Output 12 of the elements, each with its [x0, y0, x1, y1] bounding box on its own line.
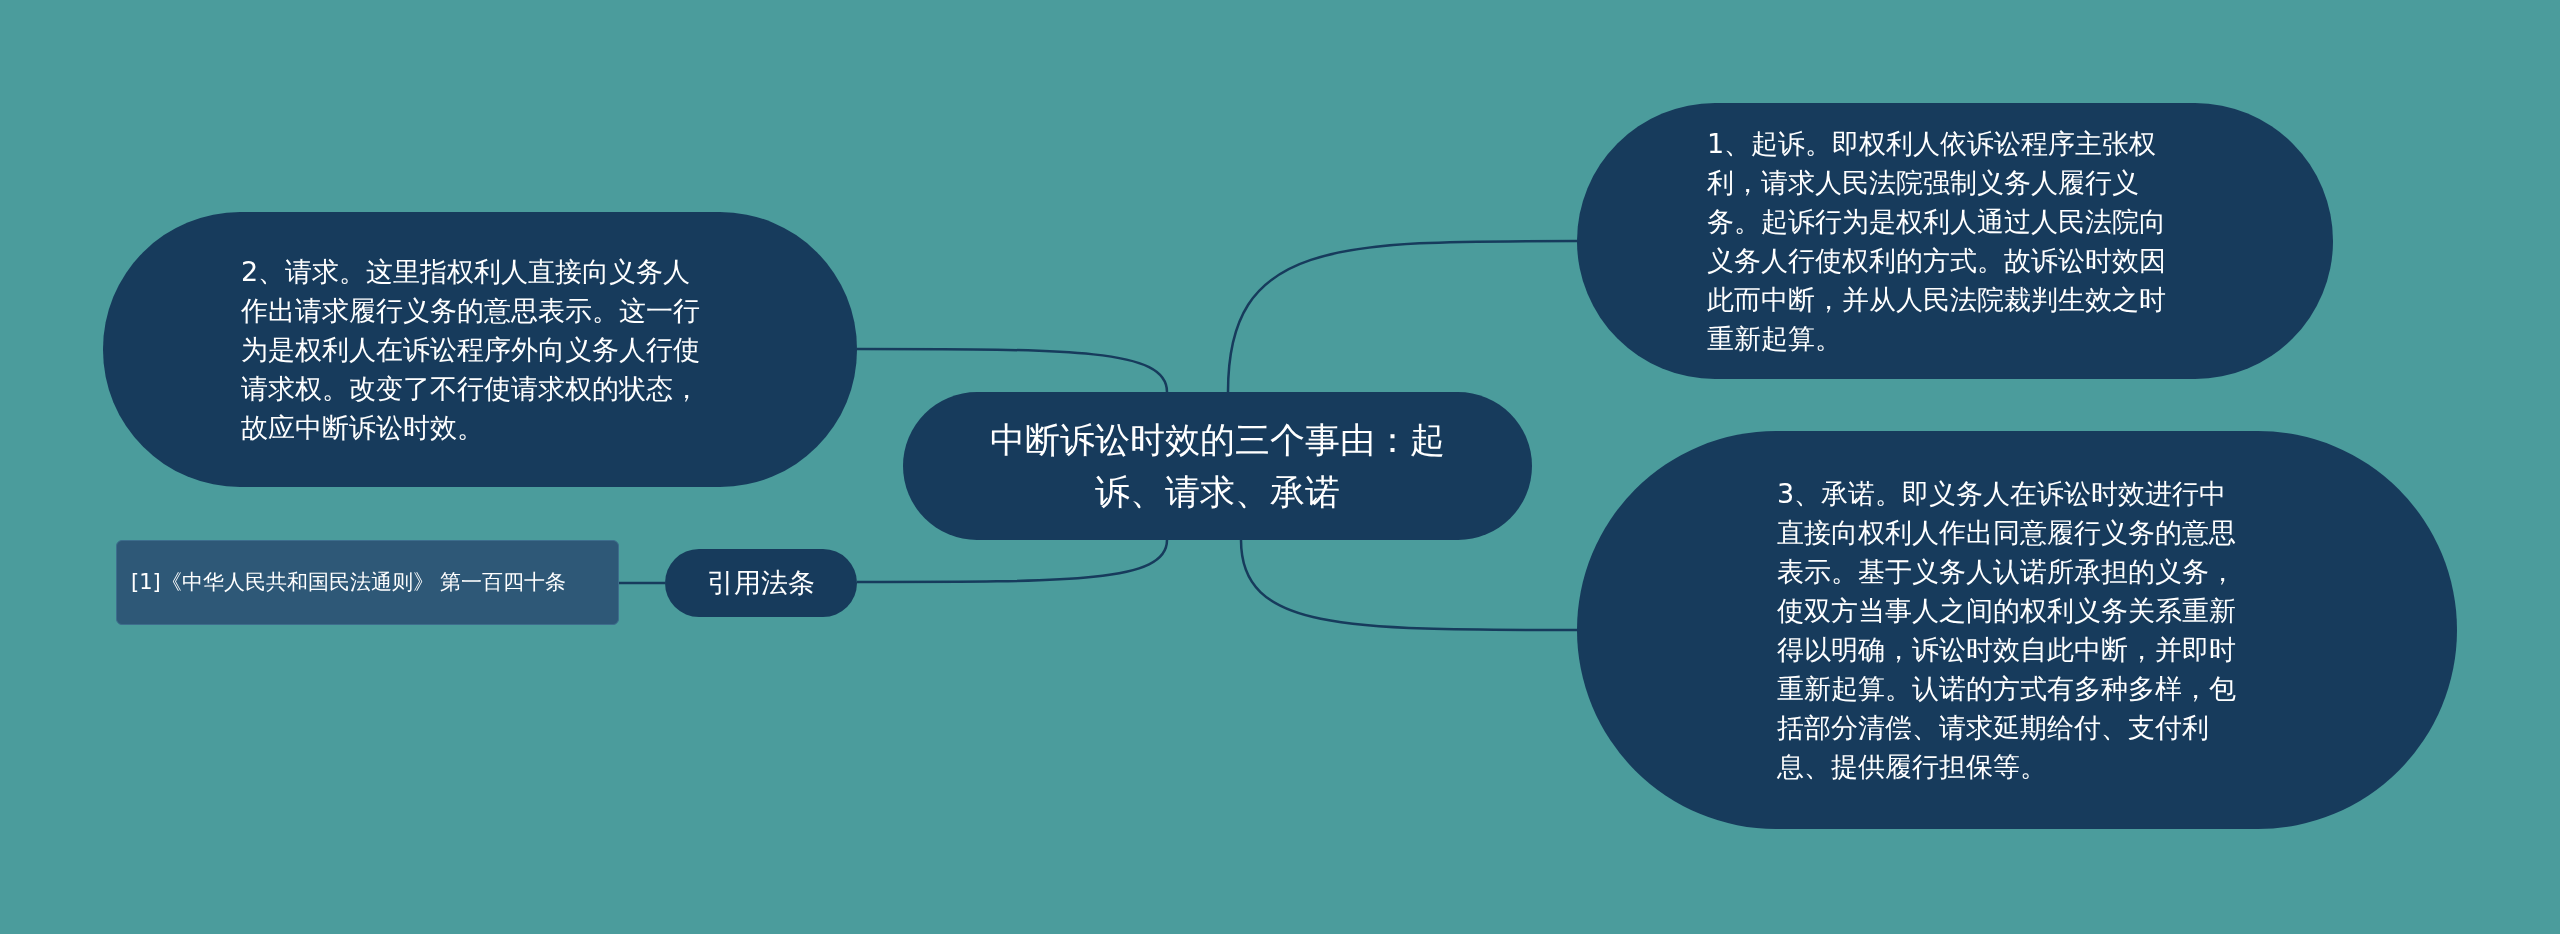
topic-title: 中断诉讼时效的三个事由：起诉、请求、承诺 [989, 419, 1446, 514]
topic-text: 3、承诺。即义务人在诉讼时效进行中直接向权利人作出同意履行义务的意思表示。基于义务人认诺所承担的义务，使双方当事人之间的权利义务关系重新得以明确，诉讼时效自此中断，并即时重新起算。认诺的方式有多种多样，包括部分清偿、请求延期给付、支付利息、提供履行担保等。 [1777, 477, 2237, 784]
topic-text: 1、起诉。即权利人依诉讼程序主张权利，请求人民法院强制义务人履行义务。起诉行为是权利人通过人民法院向义务人行使权利的方式。故诉讼时效因此而中断，并从人民法院裁判生效之时重新起算。 [1707, 127, 2167, 356]
connector-line [857, 347, 1169, 393]
topic-text: 2、请求。这里指权利人直接向义务人作出请求履行义务的意思表示。这一行为是权利人在诉讼程序外向义务人行使请求权。改变了不行使请求权的状态，故应中断诉讼时效。 [241, 255, 701, 445]
reference-text: [1]《中华人民共和国民法通则》 第一百四十条 [131, 569, 568, 596]
connector-line [857, 539, 1169, 584]
connector-line [1226, 239, 1577, 393]
connector-line [619, 581, 665, 585]
reference-box [116, 540, 619, 625]
topic-text: 引用法条 [706, 566, 816, 600]
connector-line [1239, 539, 1577, 632]
